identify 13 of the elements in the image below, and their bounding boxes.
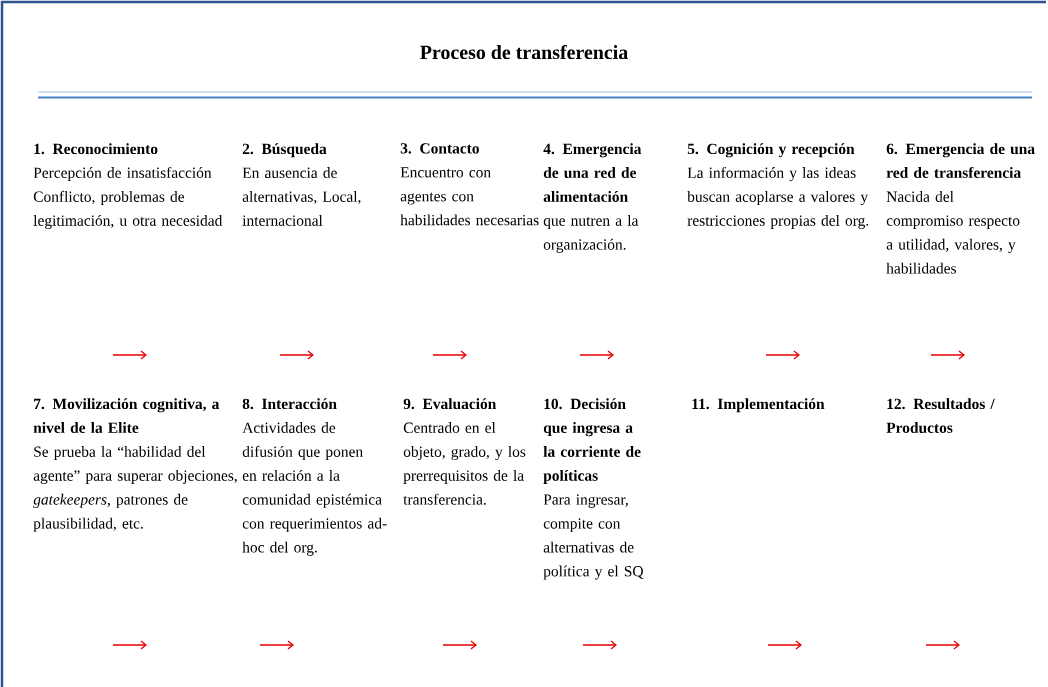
step-text: 2. Búsqueda En ausencia de alternativas, Local, internacional	[242, 143, 361, 226]
title: Proceso de transferencia	[420, 44, 628, 60]
step-text: 9. Evaluación Centrado en el objeto, grado, y los prerrequisitos de la transferencia.	[403, 398, 526, 505]
step-text: 12. Resultados / Productos	[886, 398, 995, 433]
step-text: 5. Cognición y recepción La información y las ideas buscan acoplarse a valores y restricciones propias del org.	[687, 143, 869, 229]
step-text: 4. Emergencia de una red de alimentación que nutren a la organización.	[543, 143, 642, 253]
step-text: 6. Emergencia de una red de transferencia Nacida del compromiso respecto a utilidad, valores, y habilidades	[886, 143, 1035, 274]
step-text: 11. Implementación	[692, 398, 825, 413]
step-text: 7. Movilización cognitiva, a nivel de la Elite Se prueba la “habilidad del agente” para superar objeciones, gatekeepers, patrones de plausibilidad, etc.	[33, 398, 237, 532]
step-text: 10. Decisión que ingresa a la corriente de políticas Para ingresar, compite con alternativas de política y el SQ	[543, 398, 644, 580]
step-text: 3. Contacto Encuentro con agentes con habilidades necesarias	[400, 143, 539, 226]
step-text: 8. Interacción Actividades de difusión que ponen en relación a la comunidad epistémica con requerimientos ad-hoc del org.	[242, 398, 387, 556]
step-text: 1. Reconocimiento Percepción de insatisfacción Conflicto, problemas de legitimación, u otra necesidad	[33, 143, 223, 229]
